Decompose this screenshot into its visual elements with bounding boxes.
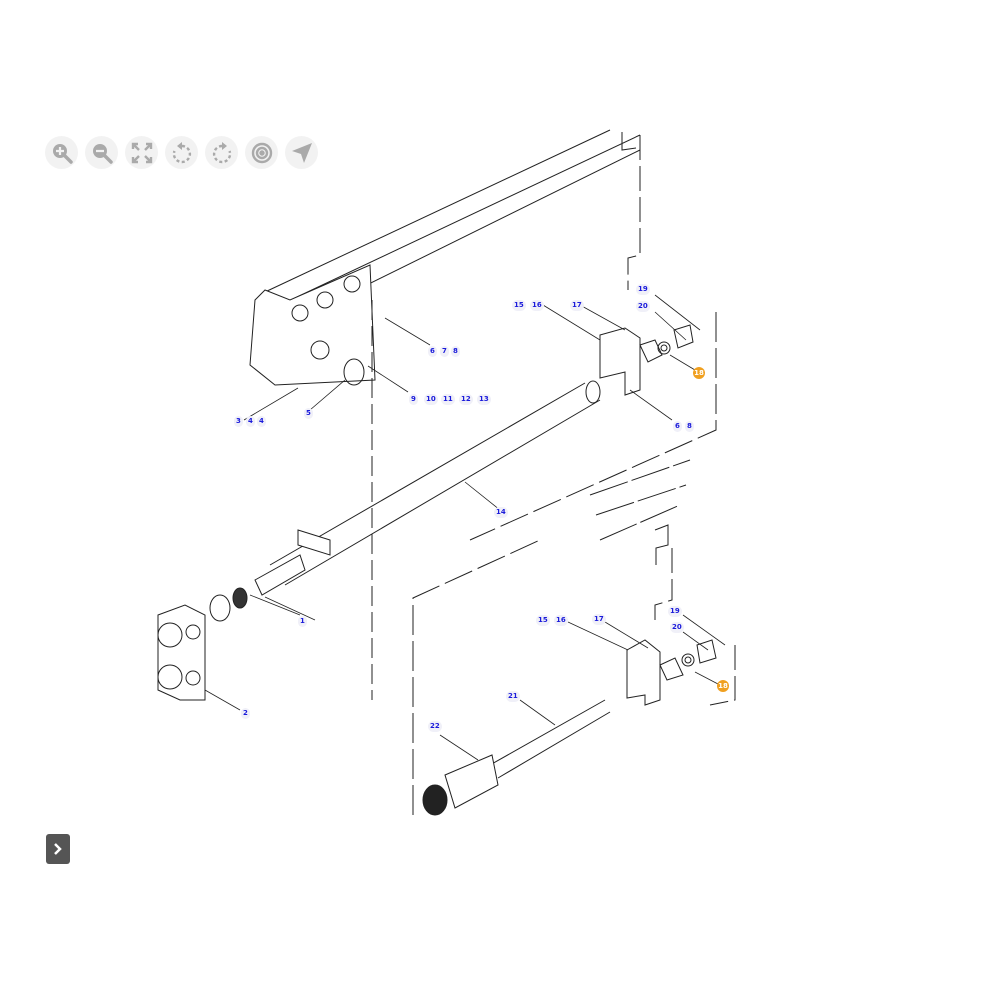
callout-10[interactable]: 10: [424, 394, 438, 405]
callout-19[interactable]: 19: [636, 284, 650, 295]
fit-screen-button[interactable]: [125, 136, 158, 169]
callout-8[interactable]: 8: [451, 346, 460, 357]
callout-17[interactable]: 17: [570, 300, 584, 311]
rotate-left-icon: [172, 141, 191, 163]
callout-22[interactable]: 22: [428, 721, 442, 732]
zoom-out-button[interactable]: [85, 136, 118, 169]
callout-17[interactable]: 17: [592, 614, 606, 625]
zoom-in-icon: [52, 143, 73, 164]
callout-21[interactable]: 21: [506, 691, 520, 702]
target-button[interactable]: [245, 136, 278, 169]
callout-13[interactable]: 13: [477, 394, 491, 405]
viewer-toolbar: [45, 136, 318, 169]
callout-4[interactable]: 4: [257, 416, 266, 427]
callout-19[interactable]: 19: [668, 606, 682, 617]
navigate-icon: [291, 142, 312, 163]
rotate-right-button[interactable]: [205, 136, 238, 169]
zoom-out-icon: [92, 143, 113, 164]
callout-9[interactable]: 9: [409, 394, 418, 405]
callout-8[interactable]: 8: [685, 421, 694, 432]
chevron-right-icon: [54, 843, 62, 855]
callout-3[interactable]: 3: [234, 416, 243, 427]
callout-18-highlighted[interactable]: 18: [693, 367, 705, 379]
callout-5[interactable]: 5: [304, 408, 313, 419]
callout-7[interactable]: 7: [440, 346, 449, 357]
callout-6[interactable]: 6: [673, 421, 682, 432]
callout-11[interactable]: 11: [441, 394, 455, 405]
callout-4[interactable]: 4: [246, 416, 255, 427]
expand-panel-button[interactable]: [46, 834, 70, 864]
callout-16[interactable]: 16: [554, 615, 568, 626]
callout-6[interactable]: 6: [428, 346, 437, 357]
callout-1[interactable]: 1: [298, 616, 307, 627]
callout-16[interactable]: 16: [530, 300, 544, 311]
callout-15[interactable]: 15: [536, 615, 550, 626]
target-icon: [251, 142, 272, 163]
callout-15[interactable]: 15: [512, 300, 526, 311]
zoom-in-button[interactable]: [45, 136, 78, 169]
callout-18-highlighted[interactable]: 18: [717, 680, 729, 692]
callout-14[interactable]: 14: [494, 507, 508, 518]
callout-20[interactable]: 20: [636, 301, 650, 312]
callout-2[interactable]: 2: [241, 708, 250, 719]
fit-screen-icon: [131, 142, 152, 163]
rotate-right-icon: [212, 141, 231, 163]
callout-12[interactable]: 12: [459, 394, 473, 405]
callout-20[interactable]: 20: [670, 622, 684, 633]
rotate-left-button[interactable]: [165, 136, 198, 169]
navigate-button[interactable]: [285, 136, 318, 169]
